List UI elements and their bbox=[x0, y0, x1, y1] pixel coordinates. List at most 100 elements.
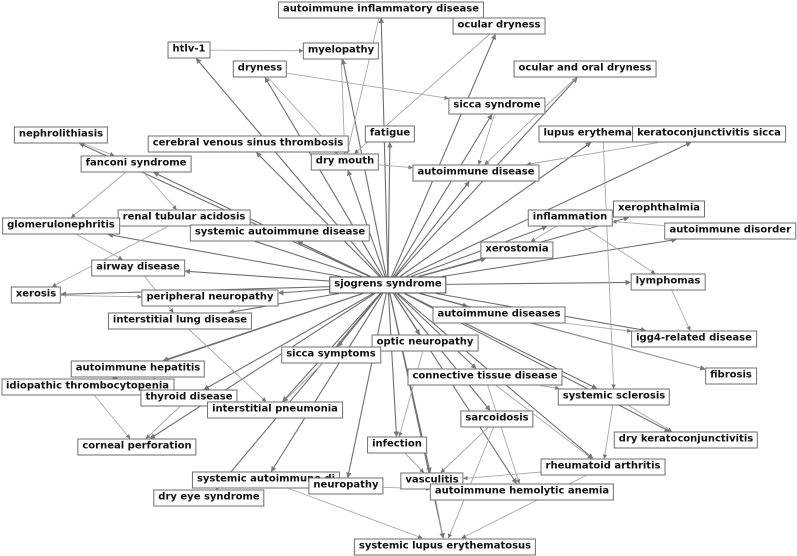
edge-sjogrens-to-autoimmune-disease bbox=[394, 181, 470, 277]
node-neuropathy[interactable]: neuropathy bbox=[308, 477, 384, 495]
node-lymphomas[interactable]: lymphomas bbox=[630, 273, 706, 291]
edge-sys-sclerosis-to-dry-kerato bbox=[628, 405, 673, 432]
node-ocular-oral[interactable]: ocular and oral dryness bbox=[513, 60, 657, 78]
node-nephro[interactable]: nephrolithiasis bbox=[13, 126, 109, 144]
edge-sjogrens-to-inflammation bbox=[410, 225, 548, 278]
node-xerosis[interactable]: xerosis bbox=[10, 286, 62, 304]
edge-htlv-to-myelopathy bbox=[210, 48, 304, 53]
node-int-pneumonia[interactable]: interstitial pneumonia bbox=[207, 401, 343, 419]
edge-fanconi-to-rta bbox=[143, 172, 177, 210]
edge-kerato-sicca-to-autoimmune-disease bbox=[526, 142, 659, 167]
edge-sjogrens-to-aiha bbox=[393, 293, 517, 484]
edge-lymphomas-to-igg4 bbox=[671, 290, 691, 331]
edge-sjogrens-to-aid-disorder bbox=[441, 237, 677, 278]
edge-sjogrens-to-dry-eye bbox=[215, 293, 382, 490]
edge-aid-diseases-to-igg4 bbox=[565, 322, 632, 333]
edge-ctd-to-aiha bbox=[487, 385, 521, 484]
edge-sjogrens-to-fatigue bbox=[387, 141, 393, 277]
edge-sarcoidosis-to-vasculitis bbox=[440, 427, 489, 473]
edge-infection-to-vasculitis bbox=[404, 453, 425, 473]
edge-inflammation-to-lymphomas bbox=[582, 226, 656, 274]
node-sicca-syn[interactable]: sicca syndrome bbox=[448, 97, 546, 115]
node-sys-sclerosis[interactable]: systemic sclerosis bbox=[557, 388, 671, 406]
edge-sjogrens-to-sicca-syn bbox=[392, 114, 493, 277]
node-corneal[interactable]: corneal perforation bbox=[77, 438, 197, 456]
node-dryness[interactable]: dryness bbox=[232, 60, 288, 78]
node-fatigue[interactable]: fatigue bbox=[364, 125, 416, 143]
node-ild[interactable]: interstitial lung disease bbox=[107, 312, 253, 330]
edge-dry-mouth-to-autoimmune-disease bbox=[378, 164, 413, 170]
edge-fanconi-to-glomerulo bbox=[70, 172, 127, 218]
node-ra[interactable]: rheumatoid arthritis bbox=[540, 458, 666, 476]
node-sys-aid[interactable]: systemic autoimmune disease bbox=[189, 224, 371, 242]
node-fibrosis[interactable]: fibrosis bbox=[705, 367, 757, 385]
edge-xerosis-to-periph-neuro bbox=[60, 294, 142, 299]
edge-ra-to-vasculitis bbox=[463, 471, 541, 481]
node-optic-neuro[interactable]: optic neuropathy bbox=[371, 334, 479, 352]
edge-aid-inflam-to-dry-mouth bbox=[345, 17, 380, 154]
edge-sjogrens-to-lupus-ery bbox=[399, 142, 592, 277]
node-autoimmune-disease[interactable]: autoimmune disease bbox=[412, 164, 540, 182]
node-cvst[interactable]: cerebral venous sinus thrombosis bbox=[147, 135, 349, 153]
edge-aid-diseases-to-fibrosis bbox=[531, 323, 706, 371]
node-glomerulo[interactable]: glomerulonephritis bbox=[2, 217, 120, 235]
edge-inflammation-to-xerostomia bbox=[530, 226, 557, 242]
node-fanconi[interactable]: fanconi syndrome bbox=[80, 155, 192, 173]
node-aid-disorder[interactable]: autoimmune disorder bbox=[664, 222, 796, 240]
node-aih[interactable]: autoimmune hepatitis bbox=[70, 360, 206, 378]
edge-rta-to-xerosis bbox=[51, 226, 168, 287]
edge-sjogrens-to-ocular-dry bbox=[391, 33, 496, 277]
edge-sjogrens-to-airway bbox=[184, 268, 330, 282]
node-sicca-sym[interactable]: sicca symptoms bbox=[281, 346, 381, 364]
node-airway[interactable]: airway disease bbox=[91, 259, 185, 277]
node-dry-eye[interactable]: dry eye syndrome bbox=[153, 489, 265, 507]
edge-thyroid-to-corneal bbox=[145, 406, 181, 439]
node-ocular-dry[interactable]: ocular dryness bbox=[452, 17, 546, 35]
node-sys-aid-di[interactable]: systemic autoimmune di bbox=[191, 471, 341, 489]
node-xerostomia[interactable]: xerostomia bbox=[480, 241, 554, 259]
node-sle[interactable]: systemic lupus erythematosus bbox=[353, 538, 537, 555]
edge-sjogrens-to-thyroid bbox=[203, 293, 374, 390]
node-aid-diseases[interactable]: autoimmune diseases bbox=[432, 306, 566, 324]
edge-sjogrens-to-dry-mouth bbox=[347, 169, 386, 277]
edge-sys-aid-di-to-sle bbox=[288, 488, 423, 539]
edge-optic-neuro-to-infection bbox=[398, 351, 424, 437]
edge-glomerulo-to-airway bbox=[76, 234, 123, 260]
node-ctd[interactable]: connective tissue disease bbox=[407, 368, 563, 386]
node-itp[interactable]: idiopathic thrombocytopenia bbox=[0, 378, 175, 396]
node-dry-mouth[interactable]: dry mouth bbox=[310, 153, 380, 171]
edge-ild-to-int-pneumonia bbox=[188, 329, 267, 402]
edge-sicca-sym-to-int-pneumonia bbox=[283, 363, 323, 402]
edge-sjogrens-to-sys-aid bbox=[297, 241, 371, 277]
edge-dryness-to-sicca-syn bbox=[286, 72, 449, 101]
node-dry-kerato[interactable]: dry keratoconjunctivitis bbox=[613, 431, 759, 449]
edge-sjogrens-to-corneal bbox=[149, 293, 376, 439]
node-xerophthalmia[interactable]: xerophthalmia bbox=[613, 200, 705, 218]
node-htlv[interactable]: htlv-1 bbox=[167, 41, 211, 59]
edge-lupus-ery-to-sys-sclerosis bbox=[602, 142, 616, 389]
edge-sjogrens-to-sys-aid-di bbox=[270, 293, 384, 472]
node-myelopathy[interactable]: myelopathy bbox=[302, 42, 380, 60]
node-aid-inflam[interactable]: autoimmune inflammatory disease bbox=[278, 1, 484, 18]
edge-sjogrens-to-periph-neuro bbox=[277, 288, 330, 296]
node-aiha[interactable]: autoimmune hemolytic anemia bbox=[429, 483, 615, 501]
edge-ctd-to-sys-sclerosis bbox=[539, 385, 560, 391]
node-sjogrens[interactable]: sjogrens syndrome bbox=[329, 276, 447, 294]
edge-sjogrens-to-ild bbox=[228, 292, 339, 315]
node-sarcoidosis[interactable]: sarcoidosis bbox=[460, 410, 534, 428]
edge-sjogrens-to-aid-inflam bbox=[378, 17, 389, 277]
edge-sjogrens-to-neuropathy bbox=[346, 293, 387, 479]
node-inflammation[interactable]: inflammation bbox=[527, 209, 613, 227]
node-kerato-sicca[interactable]: keratoconjunctivitis sicca bbox=[632, 125, 786, 143]
edge-sjogrens-to-xerostomia bbox=[419, 257, 487, 278]
edge-sicca-syn-to-autoimmune-disease bbox=[477, 114, 495, 165]
edge-sjogrens-to-dryness bbox=[264, 77, 384, 277]
node-igg4[interactable]: igg4-related disease bbox=[631, 330, 757, 348]
node-periph-neuro[interactable]: peripheral neuropathy bbox=[141, 289, 279, 307]
node-infection[interactable]: infection bbox=[367, 436, 427, 454]
edge-sjogrens-to-ctd bbox=[396, 293, 477, 369]
edge-sjogrens-to-cvst bbox=[256, 152, 380, 277]
edge-ocular-oral-to-autoimmune-disease bbox=[484, 77, 577, 165]
